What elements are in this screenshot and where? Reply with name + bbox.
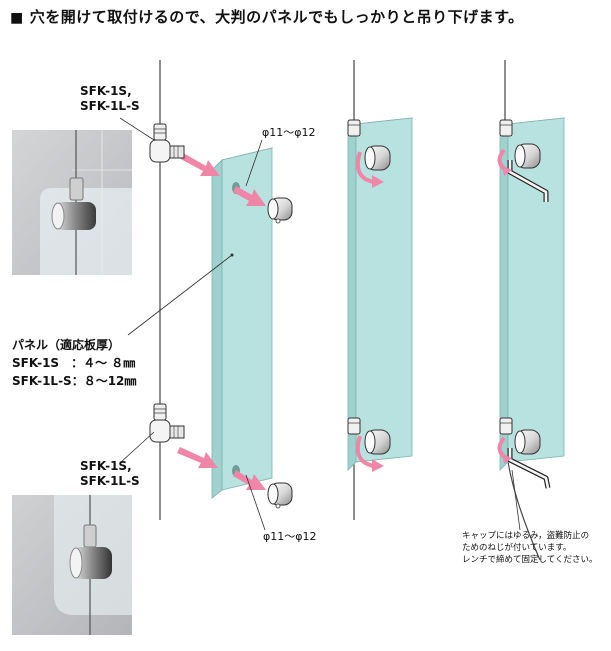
- panel-spec-title: パネル（適応板厚）: [12, 338, 121, 352]
- photo-top: [12, 130, 132, 275]
- arrow-cap-top: [233, 186, 266, 206]
- leader-model-bottom: [119, 431, 155, 464]
- page-title: ■ 穴を開けて取付けるので、大判のパネルでもしっかりと吊り下げます。: [10, 6, 524, 27]
- panel-1-side: [211, 159, 223, 499]
- panel-spec: パネル（適応板厚） SFK-1S ：４～ ８㎜ SFK-1L-S：８～12㎜: [12, 336, 136, 390]
- cap-note-line1: キャップにはゆるみ，盗難防止の: [462, 531, 590, 541]
- cap-2-top: [364, 145, 391, 171]
- cap-note-line3: レンチで締めて固定してください。: [462, 555, 598, 565]
- cap-2-bottom: [364, 429, 391, 455]
- fitting-3-top: [499, 119, 513, 137]
- arrow-cap-bottom: [233, 470, 266, 490]
- title-bullet: ■: [10, 10, 24, 26]
- model-label-top-line1: SFK-1S,: [80, 84, 132, 98]
- leader-hole-bottom: [245, 474, 266, 531]
- hole-diameter-top: φ11～φ12: [262, 126, 316, 139]
- cap-1-bottom: [267, 482, 293, 509]
- panel-3: [507, 117, 565, 463]
- model-label-bottom: SFK-1S, SFK-1L-S: [80, 459, 140, 489]
- fitting-2-top: [347, 119, 361, 137]
- rotate-arrow-top: [355, 151, 375, 184]
- model-label-top-line2: SFK-1L-S: [80, 99, 140, 113]
- arrow-insert-top: [175, 150, 220, 176]
- panel-spec-line1: SFK-1S ：４～ ８㎜: [12, 356, 136, 370]
- photo-bottom-image: [12, 495, 132, 635]
- leader-note: [511, 469, 521, 531]
- fitting-1-bottom: [149, 403, 185, 443]
- cap-3-bottom: [514, 429, 541, 455]
- cap-3-top: [514, 143, 541, 169]
- leader-model-top: [119, 117, 155, 141]
- panel-1: [221, 147, 273, 491]
- model-label-bottom-line1: SFK-1S,: [80, 459, 132, 473]
- title-text: 穴を開けて取付けるので、大判のパネルでもしっかりと吊り下げます。: [29, 8, 524, 26]
- photo-top-image: [12, 130, 132, 275]
- arrow-insert-bottom: [177, 447, 218, 468]
- model-label-bottom-line2: SFK-1L-S: [80, 474, 140, 488]
- hole-diameter-bottom: φ11～φ12: [263, 530, 317, 543]
- rotate-arrow-bottom: [355, 435, 375, 468]
- panel-2: [355, 117, 413, 463]
- fitting-1-top: [149, 123, 185, 163]
- cap-1-top: [267, 197, 293, 224]
- model-label-top: SFK-1S, SFK-1L-S: [80, 84, 140, 114]
- fitting-2-bottom: [347, 417, 361, 435]
- leader-panel: [127, 254, 233, 336]
- panel-spec-line2: SFK-1L-S：８～12㎜: [12, 374, 137, 388]
- fitting-3-bottom: [499, 417, 513, 435]
- photo-bottom: [12, 495, 132, 635]
- cap-note-line2: ためのねじが付いています。: [462, 543, 572, 553]
- leader-hole-top: [245, 139, 263, 187]
- cap-note: キャップにはゆるみ，盗難防止の ためのねじが付いています。 レンチで締めて固定し…: [462, 530, 598, 566]
